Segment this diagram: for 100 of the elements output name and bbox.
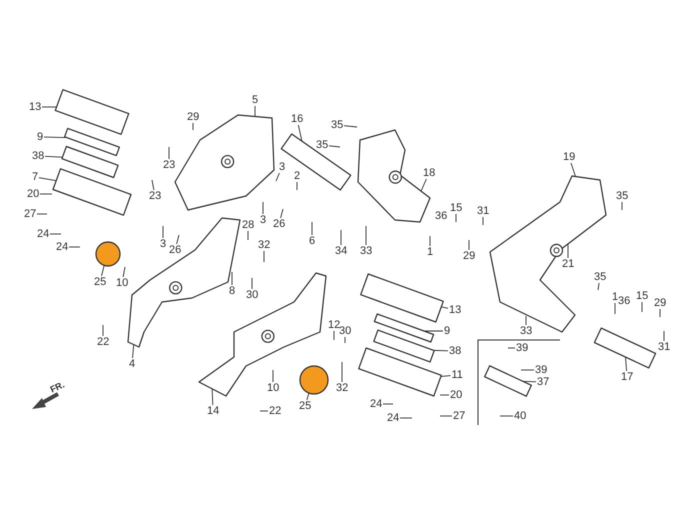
callout-number: 25 [299, 400, 312, 412]
leader-line [423, 330, 444, 332]
callout-number: 31 [658, 341, 670, 353]
leader-line [254, 106, 256, 117]
callout-number: 26 [273, 218, 286, 230]
plate-drawing [61, 146, 119, 178]
leader-line [570, 162, 576, 178]
callout-number: 33 [520, 325, 532, 337]
leader-line [38, 177, 57, 182]
callout-number: 32 [336, 382, 348, 394]
cover-drawing [174, 114, 275, 211]
leader-line [522, 380, 536, 382]
callout-number: 22 [97, 336, 110, 348]
callout-number: 3 [279, 161, 286, 173]
callout-number: 10 [267, 382, 280, 394]
leader-line [344, 336, 346, 344]
callout-number: 18 [423, 167, 436, 179]
plate-drawing [484, 365, 532, 397]
hanger-drawing [198, 272, 327, 397]
callout-number: 25 [94, 276, 106, 288]
leader-line [122, 266, 126, 278]
direction-label: FR. [48, 379, 66, 395]
leader-line [44, 156, 63, 158]
leader-line [440, 306, 448, 309]
callout-number: 9 [37, 131, 44, 143]
callout-number: 36 [618, 295, 630, 307]
leader-line [296, 182, 298, 190]
leader-line [298, 124, 302, 142]
leader-line [420, 178, 427, 192]
leader-line [440, 394, 450, 396]
callout-number: 27 [453, 410, 466, 422]
leader-line [176, 234, 180, 244]
callout-number: 17 [621, 371, 634, 383]
callout-number: 13 [29, 101, 42, 113]
callout-number: 29 [463, 250, 476, 262]
callout-number: 24 [370, 398, 382, 410]
bracket-drawing [489, 175, 607, 333]
footpeg-drawing [280, 133, 352, 191]
leader-line [272, 370, 274, 382]
callout-number: 11 [452, 369, 463, 381]
leader-line [68, 246, 80, 248]
leader-line [276, 172, 280, 182]
callout-number: 1 [612, 291, 618, 303]
callout-number: 3 [260, 214, 266, 226]
leader-line [306, 392, 310, 400]
leader-line [162, 226, 164, 238]
callout-number: 15 [636, 290, 648, 302]
callout-number: 16 [291, 113, 304, 125]
leader-line [152, 180, 154, 190]
callout-number: 15 [450, 202, 462, 214]
leader-line [42, 106, 58, 108]
leader-line [468, 240, 470, 250]
callout-number: 29 [187, 111, 200, 123]
callout-number: 27 [24, 208, 36, 220]
callout-number: 35 [594, 271, 606, 283]
callout-number: 33 [360, 245, 372, 257]
leader-line [260, 410, 268, 412]
callout-number: 24 [387, 412, 400, 424]
callout-number: 35 [331, 119, 344, 131]
callout-number: 19 [563, 151, 576, 163]
callout-number: 6 [309, 235, 316, 247]
callout-number: 39 [535, 364, 548, 376]
callout-number: 38 [449, 345, 462, 357]
callout-number: 4 [129, 358, 136, 370]
callout-number: 29 [654, 297, 666, 309]
callout-number: 34 [335, 245, 348, 257]
callout-number: 2 [294, 170, 300, 182]
callout-number: 14 [207, 405, 220, 417]
hanger-drawing [127, 217, 241, 348]
leader-line [344, 125, 358, 128]
leader-line [340, 230, 342, 246]
leader-line [625, 356, 627, 372]
callout-number: 38 [32, 150, 44, 162]
callout-number: 40 [514, 410, 526, 422]
leader-line [614, 302, 616, 314]
callout-number: 10 [116, 277, 128, 289]
leader-line [598, 282, 600, 290]
callout-number: 8 [229, 285, 236, 297]
leader-line [280, 208, 284, 218]
leader-line [44, 136, 68, 138]
callout-number: 24 [56, 241, 68, 253]
callout-number: 36 [435, 210, 448, 222]
leader-line [102, 324, 104, 336]
callout-number: 24 [37, 228, 50, 240]
callout-number: 9 [444, 325, 450, 337]
callout-number: 20 [450, 389, 462, 401]
leader-line [212, 388, 214, 406]
callout-number: 30 [246, 289, 258, 301]
plate-drawing [374, 313, 434, 343]
callout-number: 26 [169, 244, 182, 256]
callout-number: 7 [32, 171, 38, 183]
leader-line [168, 146, 170, 160]
leader-line [440, 375, 451, 377]
callout-number: 13 [449, 304, 462, 316]
callout-number: 3 [160, 238, 166, 250]
callout-number: 35 [616, 190, 628, 202]
callout-number: 22 [269, 405, 282, 417]
footpeg-drawing [594, 328, 656, 368]
bearing-drawing [299, 365, 329, 395]
bearing-drawing [95, 241, 121, 267]
